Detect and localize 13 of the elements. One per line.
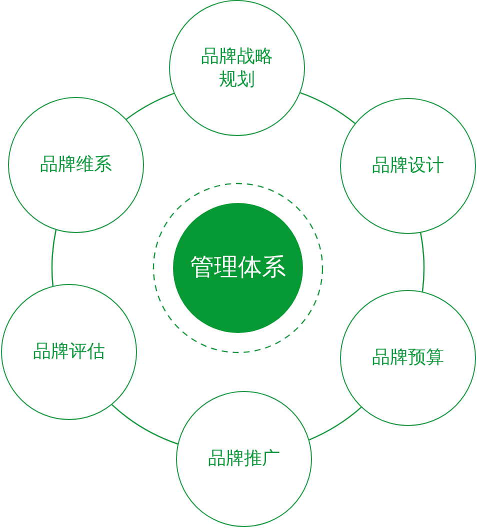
connector-arc <box>300 92 356 124</box>
topic-label: 品牌评估 <box>33 340 105 364</box>
topic-label: 品牌战略规划 <box>200 44 274 92</box>
connector-arc <box>420 232 425 292</box>
topic-label: 品牌设计 <box>372 154 444 178</box>
connector-arc <box>111 404 178 445</box>
connector-arc <box>308 406 362 441</box>
connector-arc <box>125 92 175 120</box>
topic-label: 品牌预算 <box>372 346 444 370</box>
connector-arc <box>51 229 57 287</box>
topic-label: 品牌推广 <box>208 447 280 471</box>
hub-label: 管理体系 <box>190 252 286 284</box>
topic-label: 品牌维系 <box>40 153 112 177</box>
